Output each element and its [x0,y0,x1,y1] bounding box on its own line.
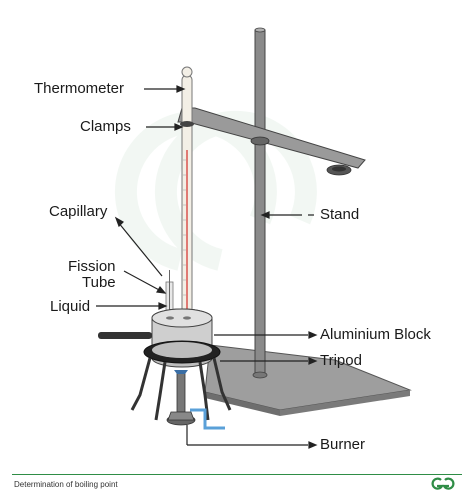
label-tripod: Tripod [320,352,362,369]
label-fission-tube-line1: Fission [68,258,116,275]
stand-rod [254,29,266,376]
label-stand: Stand [320,206,360,223]
clamp-bar [177,107,366,169]
label-capillary: Capillary [49,203,108,220]
label-aluminium-block: Aluminium Block [320,326,431,343]
burner-flame-outlet [174,370,188,374]
label-fission-tube-line2: Tube [82,274,116,291]
label-thermometer: Thermometer [34,80,125,97]
label-clamps: Clamps [80,118,131,135]
gas-inlet [190,408,225,430]
label-liquid: Liquid [50,298,91,315]
burner-tube [176,371,186,413]
pointer-arrows [96,85,318,449]
label-burner: Burner [320,436,366,453]
footer-divider [12,474,462,475]
brand-logo-icon [431,477,455,490]
footer-caption: Determination of boiling point [14,480,118,489]
block-handle [98,332,152,339]
tripod-legs [130,357,232,421]
